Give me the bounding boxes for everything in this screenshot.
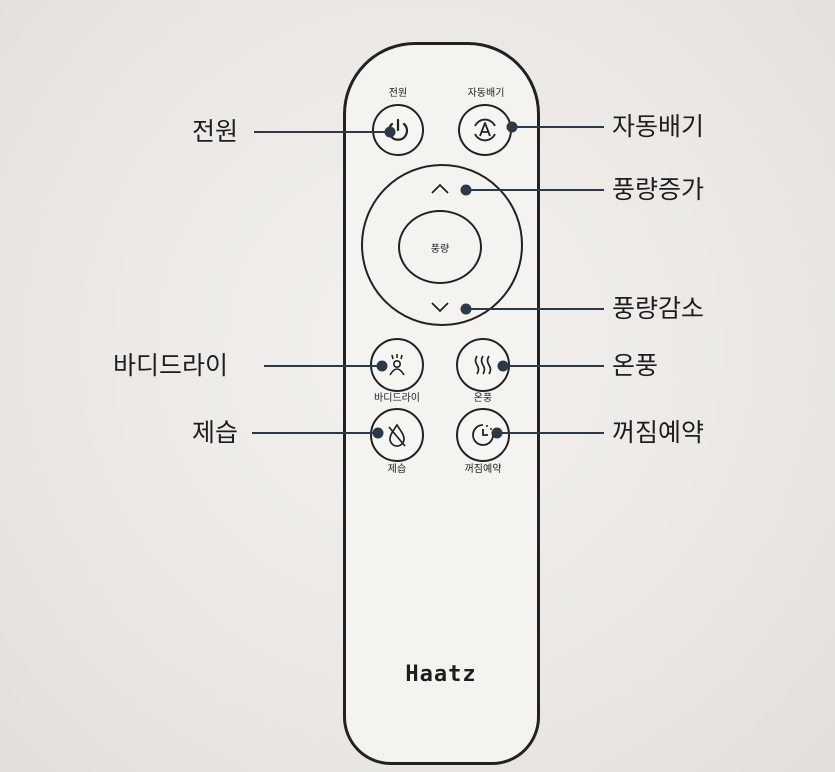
callout-dehumidify: 제습 (192, 418, 239, 447)
callout-fan-up: 풍량증가 (612, 175, 705, 204)
callout-off-timer: 꺼짐예약 (612, 418, 705, 447)
warm-air-button-label: 온풍 (473, 393, 493, 404)
chevron-down-icon (431, 302, 449, 313)
fan-speed-center-button[interactable]: 풍량 (398, 210, 482, 284)
timer-icon (472, 424, 494, 446)
leader-dot-off-timer (491, 427, 503, 439)
dehumidify-icon (388, 423, 406, 447)
warm-air-icon (474, 355, 492, 375)
leader-dot-auto-exhaust (506, 121, 518, 133)
remote-control-body (343, 42, 540, 765)
off-timer-button-label: 꺼짐예약 (464, 464, 502, 475)
power-button[interactable] (372, 104, 424, 156)
callout-fan-down: 풍량감소 (612, 294, 705, 323)
leader-dot-fan-down (460, 303, 472, 315)
dehumidify-button-label: 제습 (387, 464, 407, 475)
power-button-label: 전원 (388, 88, 408, 99)
leader-dot-power (384, 126, 396, 138)
fan-down-button[interactable] (420, 294, 460, 320)
auto-a-icon (474, 118, 496, 142)
auto-exhaust-button-label: 자동배기 (467, 88, 505, 99)
callout-auto-exhaust: 자동배기 (612, 112, 705, 141)
callout-warm-air: 온풍 (612, 351, 659, 380)
leader-dot-dehumidify (372, 427, 384, 439)
brand-logo: Haatz (405, 662, 477, 687)
leader-dot-fan-up (460, 184, 472, 196)
leader-dot-warm-air (497, 360, 509, 372)
leader-dot-body-dry (376, 360, 388, 372)
fan-up-button[interactable] (420, 176, 460, 202)
fan-speed-center-label: 풍량 (430, 243, 450, 255)
callout-body-dry: 바디드라이 (113, 351, 229, 380)
body-dry-button-label: 바디드라이 (374, 393, 420, 404)
fan-speed-dial (361, 164, 523, 326)
chevron-up-icon (431, 183, 449, 194)
callout-power: 전원 (192, 117, 239, 146)
body-dry-icon (389, 354, 405, 376)
auto-exhaust-button[interactable] (458, 104, 512, 156)
